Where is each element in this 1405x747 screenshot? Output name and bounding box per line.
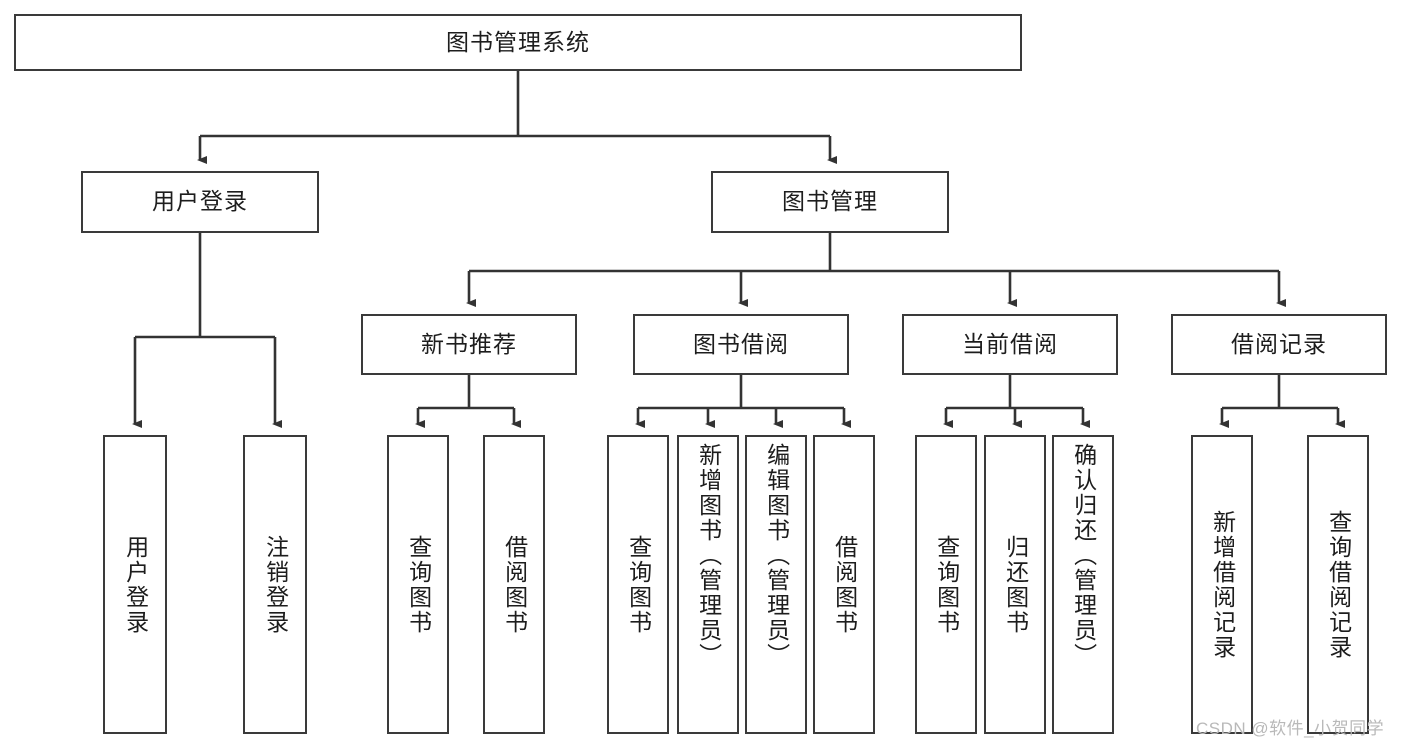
node-label: 确认归还（管理员）: [1070, 443, 1097, 668]
node-label: 新书推荐: [421, 330, 517, 357]
leaf-leaf-add-book[interactable]: 新增图书（管理员）: [677, 435, 739, 734]
node-label: 编辑图书（管理员）: [763, 443, 790, 668]
leaf-leaf-confirm-return[interactable]: 确认归还（管理员）: [1052, 435, 1114, 734]
leaf-leaf-query-book-2[interactable]: 查询图书: [607, 435, 669, 734]
node-label: 归还图书: [1002, 534, 1029, 635]
leaf-leaf-borrow-book-2[interactable]: 借阅图书: [813, 435, 875, 734]
node-label: 查询图书: [625, 534, 652, 635]
node-label: 用户登录: [122, 534, 149, 635]
csdn-watermark: CSDN @软件_小贺同学: [1196, 719, 1385, 738]
node-label: 查询图书: [405, 534, 432, 635]
node-root[interactable]: 图书管理系统: [14, 14, 1022, 71]
node-label: 图书管理系统: [446, 28, 590, 55]
node-label: 借阅图书: [831, 534, 858, 635]
node-book-borrow[interactable]: 图书借阅: [633, 314, 849, 375]
leaf-leaf-query-record[interactable]: 查询借阅记录: [1307, 435, 1369, 734]
node-label: 新增借阅记录: [1209, 509, 1236, 660]
node-current-borrow[interactable]: 当前借阅: [902, 314, 1118, 375]
node-label: 借阅记录: [1231, 330, 1327, 357]
node-label: 当前借阅: [962, 330, 1058, 357]
leaf-leaf-edit-book[interactable]: 编辑图书（管理员）: [745, 435, 807, 734]
node-label: 用户登录: [152, 188, 248, 215]
leaf-leaf-query-book-1[interactable]: 查询图书: [387, 435, 449, 734]
leaf-leaf-logout[interactable]: 注销登录: [243, 435, 307, 734]
leaf-leaf-borrow-book-1[interactable]: 借阅图书: [483, 435, 545, 734]
node-new-book-recommend[interactable]: 新书推荐: [361, 314, 577, 375]
node-label: 注销登录: [262, 534, 289, 635]
node-label: 查询借阅记录: [1325, 509, 1352, 660]
leaf-leaf-query-book-3[interactable]: 查询图书: [915, 435, 977, 734]
node-user-login[interactable]: 用户登录: [81, 171, 319, 233]
node-label: 新增图书（管理员）: [695, 443, 722, 668]
node-label: 查询图书: [933, 534, 960, 635]
node-book-management[interactable]: 图书管理: [711, 171, 949, 233]
leaf-leaf-user-login[interactable]: 用户登录: [103, 435, 167, 734]
node-borrow-record[interactable]: 借阅记录: [1171, 314, 1387, 375]
leaf-leaf-return-book[interactable]: 归还图书: [984, 435, 1046, 734]
node-label: 图书管理: [782, 188, 878, 215]
leaf-leaf-add-record[interactable]: 新增借阅记录: [1191, 435, 1253, 734]
node-label: 借阅图书: [501, 534, 528, 635]
node-label: 图书借阅: [693, 330, 789, 357]
